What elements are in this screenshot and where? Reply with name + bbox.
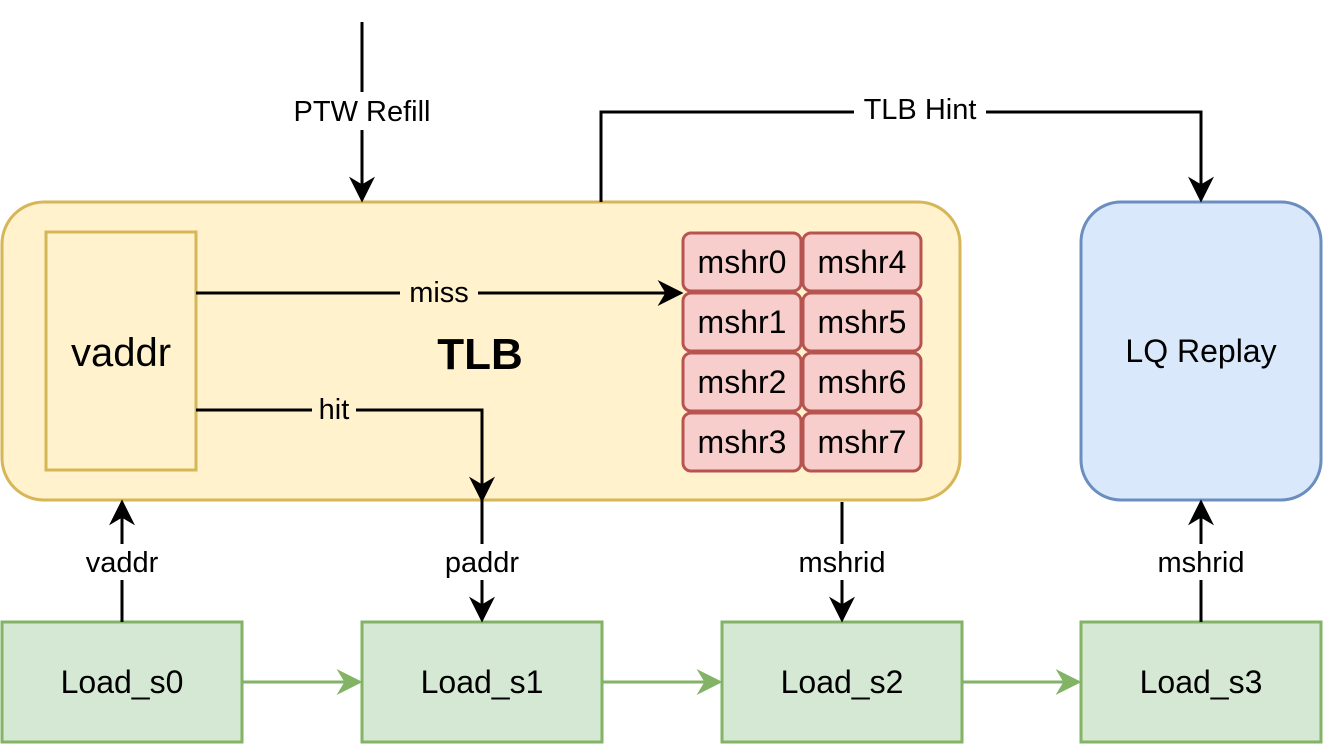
- mshrid-s3-label-bg: [1145, 544, 1257, 580]
- tlb-title: TLB: [437, 330, 523, 379]
- mshrid-s2-label: mshrid: [798, 547, 885, 579]
- hit-label-bg: [312, 393, 356, 427]
- mshr-cell-6: [801, 351, 923, 413]
- miss-label: miss: [409, 277, 469, 309]
- mshr-cell-7: [801, 411, 923, 473]
- mshr-cell-3: [681, 411, 803, 473]
- vaddr-label-bg: [72, 544, 172, 580]
- mshr-cell-1: [681, 291, 803, 353]
- mshr-label-1: mshr1: [698, 304, 787, 340]
- hit-label: hit: [319, 394, 350, 426]
- mshr-label-2: mshr2: [698, 364, 787, 400]
- stage-label-s3: Load_s3: [1140, 664, 1263, 700]
- ptw-refill-label-bg: [280, 92, 444, 130]
- vaddr-box: [44, 230, 198, 472]
- mshr-label-0: mshr0: [698, 244, 787, 280]
- paddr-label-bg: [432, 544, 532, 580]
- paddr-label: paddr: [445, 547, 520, 579]
- stage-box-s0: [0, 620, 244, 744]
- miss-label-bg: [400, 276, 478, 310]
- tlb-hint-label: TLB Hint: [864, 94, 977, 126]
- mshr-cell-4: [801, 231, 923, 293]
- mshr-cell-2: [681, 351, 803, 413]
- stage-label-s1: Load_s1: [421, 664, 544, 700]
- mshr-label-7: mshr7: [818, 424, 907, 460]
- mshr-label-5: mshr5: [818, 304, 907, 340]
- mshr-label-3: mshr3: [698, 424, 787, 460]
- mshrid-s3-label: mshrid: [1157, 547, 1244, 579]
- stage-label-s2: Load_s2: [781, 664, 904, 700]
- mshr-label-4: mshr4: [818, 244, 907, 280]
- vaddr-box-label: vaddr: [71, 331, 171, 375]
- mshr-cell-0: [681, 231, 803, 293]
- tlb-hint-label-bg: [854, 92, 986, 130]
- ptw-refill-label: PTW Refill: [294, 96, 431, 128]
- mshr-label-6: mshr6: [818, 364, 907, 400]
- vaddr-edge-label: vaddr: [86, 547, 159, 579]
- stage-label-s0: Load_s0: [61, 664, 184, 700]
- lq-replay-label: LQ Replay: [1125, 333, 1276, 369]
- mshr-cell-5: [801, 291, 923, 353]
- stage-box-s1: [360, 620, 604, 744]
- arrow-hit: [196, 408, 495, 503]
- mshrid-s2-label-bg: [786, 544, 898, 580]
- mshr-grid: mshr0 mshr4 mshr1 mshr5 mshr2 mshr6 mshr…: [681, 231, 923, 473]
